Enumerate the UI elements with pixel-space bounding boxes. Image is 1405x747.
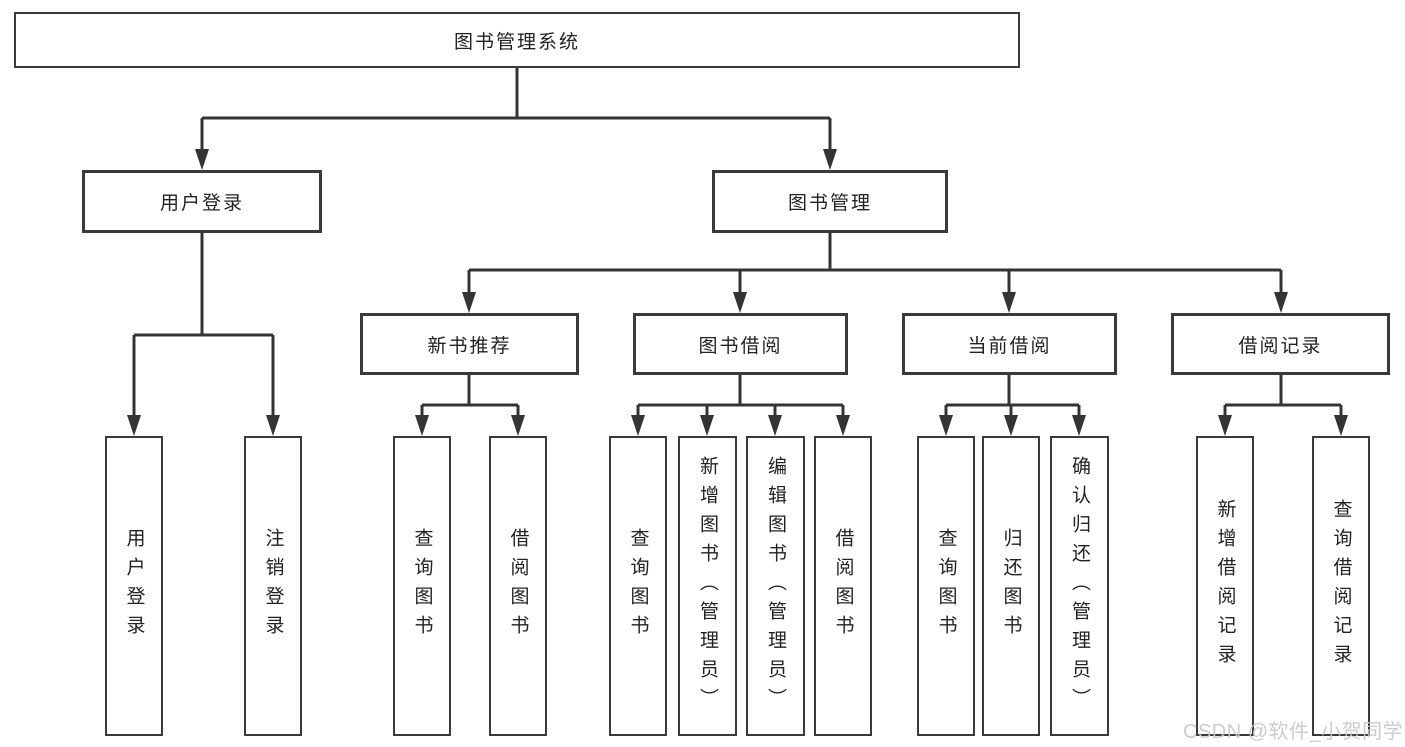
leaf-label: 查询借阅记录: [1330, 499, 1352, 673]
leaf-query-books-recommend: 查询图书: [393, 436, 451, 736]
node-book-borrow: 图书借阅: [633, 313, 848, 375]
leaf-label: 归还图书: [1000, 528, 1022, 644]
leaf-query-books-borrow: 查询图书: [609, 436, 667, 736]
leaf-return-books: 归还图书: [982, 436, 1040, 736]
leaf-label: 新增图书（管理员）: [697, 455, 718, 717]
leaf-label: 借阅图书: [507, 528, 529, 644]
node-label: 新书推荐: [427, 335, 512, 357]
node-label: 图书管理系统: [453, 31, 580, 53]
node-borrow-records: 借阅记录: [1171, 313, 1390, 375]
leaf-confirm-return-admin: 确认归还（管理员）: [1050, 436, 1109, 736]
leaf-edit-books-admin: 编辑图书（管理员）: [746, 436, 805, 736]
leaf-label: 新增借阅记录: [1214, 499, 1236, 673]
leaf-user-login: 用户登录: [105, 436, 163, 736]
leaf-label: 借阅图书: [832, 528, 854, 644]
leaf-add-books-admin: 新增图书（管理员）: [678, 436, 737, 736]
node-label: 当前借阅: [967, 335, 1052, 357]
leaf-label: 确认归还（管理员）: [1069, 455, 1090, 717]
leaf-query-books-current: 查询图书: [917, 436, 975, 736]
node-label: 用户登录: [159, 193, 244, 214]
leaf-label: 查询图书: [411, 528, 433, 644]
node-label: 借阅记录: [1238, 335, 1323, 357]
leaf-query-borrow-record: 查询借阅记录: [1312, 436, 1370, 736]
node-label: 图书管理: [787, 193, 872, 214]
node-book-management: 图书管理: [712, 170, 948, 233]
leaf-label: 注销登录: [262, 528, 284, 644]
leaf-label: 查询图书: [627, 528, 649, 644]
node-current-borrow: 当前借阅: [902, 313, 1117, 375]
leaf-add-borrow-record: 新增借阅记录: [1196, 436, 1254, 736]
node-label: 图书借阅: [698, 335, 783, 357]
node-library-system-root: 图书管理系统: [14, 12, 1020, 68]
leaf-borrow-books: 借阅图书: [814, 436, 872, 736]
leaf-label: 查询图书: [935, 528, 957, 644]
leaf-label: 编辑图书（管理员）: [765, 455, 786, 717]
leaf-logout: 注销登录: [244, 436, 302, 736]
node-new-book-recommend: 新书推荐: [360, 313, 579, 375]
leaf-label: 用户登录: [123, 528, 145, 644]
csdn-watermark: CSDN @软件_小贺同学: [1183, 721, 1404, 743]
leaf-borrow-books-recommend: 借阅图书: [489, 436, 547, 736]
node-user-login: 用户登录: [82, 170, 322, 233]
